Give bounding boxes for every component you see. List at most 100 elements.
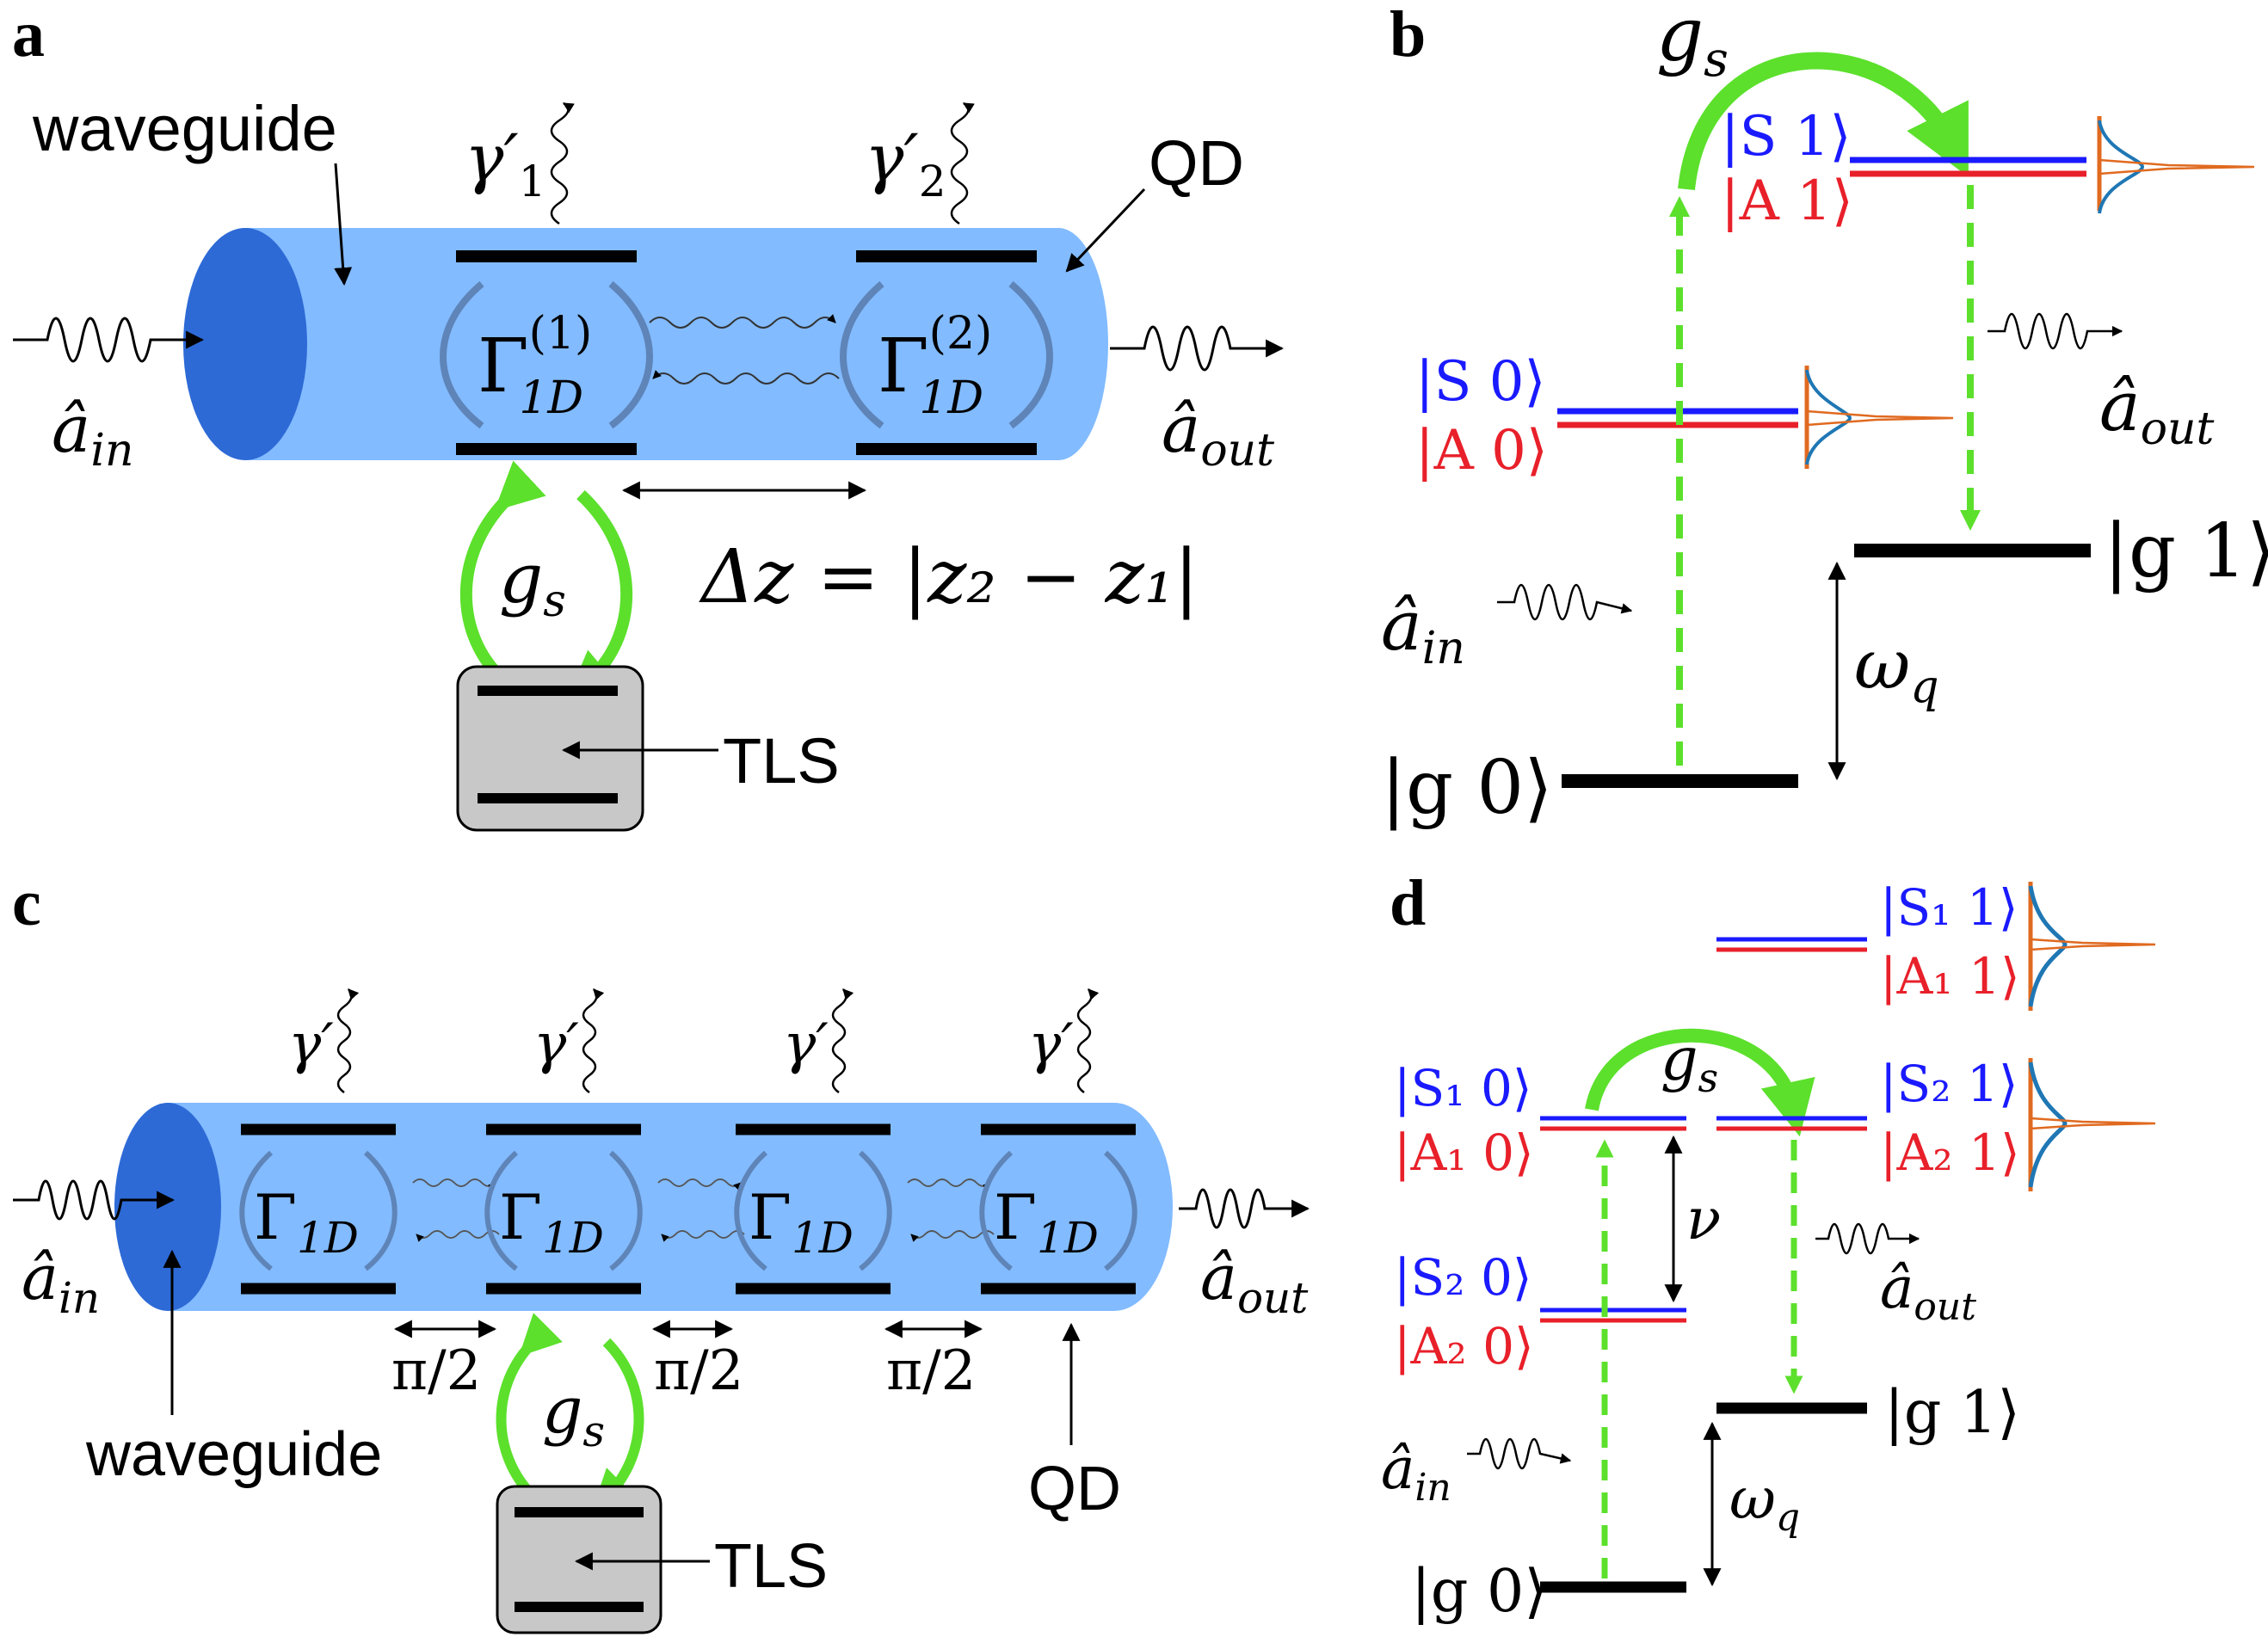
tls-coupling-left-arrow bbox=[459, 460, 546, 689]
c-quantum-dots: Γ1D γ′ Γ1D γ′ Γ1D γ′ Γ1D γ′ bbox=[239, 988, 1137, 1295]
qd2-left-decay-arrow bbox=[840, 280, 884, 429]
output-label: âout bbox=[1162, 391, 1274, 477]
b-input-wave bbox=[1497, 583, 1633, 621]
c-qd1-left-decay-arrow bbox=[239, 1150, 273, 1271]
d-lineshape-upper bbox=[2028, 882, 2156, 1011]
waveguide-label: waveguide bbox=[32, 93, 337, 164]
input-wave bbox=[13, 317, 205, 363]
separation-label: Δz = |z₂ − z₁| bbox=[699, 534, 1199, 620]
c-output-wave bbox=[1179, 1188, 1310, 1229]
panel-b-label: b bbox=[1390, 0, 1426, 71]
gamma2-label: γ′2 bbox=[865, 120, 946, 206]
b-lineshape-lower bbox=[1804, 366, 1954, 469]
c-output-label: âout bbox=[1200, 1241, 1309, 1323]
d-label-a20: |A₂ 0⟩ bbox=[1394, 1317, 1534, 1375]
c-qd2-rate: Γ1D bbox=[499, 1181, 604, 1263]
c-qd4-gamma-label: γ′ bbox=[1028, 1012, 1074, 1076]
c-qd4-emission bbox=[1076, 988, 1100, 1094]
qd1-right-decay-arrow bbox=[608, 280, 653, 429]
tls-label: TLS bbox=[723, 725, 840, 797]
panel-d: d gs |S₁ 1⟩ |A₁ 1⟩ |S₂ 1⟩ |A₂ 1⟩ |S₁ 0⟩ … bbox=[1381, 867, 2156, 1626]
d-label-s10: |S₁ 0⟩ bbox=[1394, 1059, 1532, 1117]
qd-label: QD bbox=[1149, 127, 1244, 199]
d-label-g1: |g 1⟩ bbox=[1884, 1379, 2020, 1447]
c-coupling-label: gs bbox=[542, 1374, 605, 1456]
d-lineshape-lower bbox=[2028, 1058, 2156, 1191]
d-label-a10: |A₁ 0⟩ bbox=[1394, 1123, 1534, 1182]
c-waveguide-far-end bbox=[1056, 1103, 1173, 1311]
c-qd1-emission bbox=[336, 988, 360, 1094]
c-input-wave bbox=[13, 1179, 176, 1221]
qd1-rate: Γ(1)1D bbox=[478, 308, 592, 424]
waveguide-near-end bbox=[183, 228, 307, 460]
c-qd4-rate: Γ1D bbox=[994, 1181, 1099, 1263]
c-input-label: âin bbox=[22, 1241, 100, 1323]
c-phase-label-2: π/2 bbox=[654, 1339, 743, 1403]
qd1-left-decay-arrow bbox=[440, 280, 484, 429]
panel-a: a waveguide QD Γ(1)1D Γ(2)1D γ′1 γ′2 â bbox=[12, 0, 1285, 832]
output-wave bbox=[1110, 325, 1285, 372]
d-label-s20: |S₂ 0⟩ bbox=[1394, 1248, 1532, 1307]
panel-b: b gs |S 1⟩ |A 1⟩ |S 0⟩ |A 0⟩ |g 1⟩ |g 0⟩… bbox=[1381, 0, 2268, 831]
c-phase-label-3: π/2 bbox=[886, 1339, 976, 1403]
c-exchange-backward-1 bbox=[416, 1230, 500, 1242]
c-phase-label-1: π/2 bbox=[391, 1339, 481, 1403]
qd-pointer bbox=[1065, 188, 1146, 273]
c-exchange-forward-2 bbox=[657, 1178, 742, 1191]
c-qd3-gamma-label: γ′ bbox=[783, 1012, 829, 1076]
d-output-wave bbox=[1815, 1222, 1920, 1255]
c-qd1-rate: Γ1D bbox=[254, 1181, 359, 1263]
c-qd4-left-decay-arrow bbox=[979, 1150, 1013, 1271]
d-label-s21: |S₂ 1⟩ bbox=[1880, 1055, 2018, 1113]
qd2-right-decay-arrow bbox=[1008, 280, 1053, 429]
c-waveguide-near-end bbox=[114, 1103, 221, 1311]
d-input-wave bbox=[1467, 1437, 1572, 1470]
d-label-s11: |S₁ 1⟩ bbox=[1880, 878, 2018, 937]
coupling-label: gs bbox=[499, 538, 566, 627]
b-lineshape-upper bbox=[2097, 116, 2255, 214]
gamma1-label: γ′1 bbox=[465, 120, 546, 206]
c-qd4-right-decay-arrow bbox=[1104, 1150, 1137, 1271]
c-exchange-backward-3 bbox=[910, 1230, 995, 1242]
c-exchange-backward-2 bbox=[661, 1230, 745, 1242]
c-exchange-forward-3 bbox=[907, 1178, 991, 1191]
qd-exchange-forward bbox=[649, 314, 836, 329]
b-output-label: âout bbox=[2099, 366, 2215, 455]
c-qd3-right-decay-arrow bbox=[859, 1150, 892, 1271]
b-input-label: âin bbox=[1381, 586, 1465, 674]
b-output-wave bbox=[1988, 312, 2123, 350]
d-label-a21: |A₂ 1⟩ bbox=[1880, 1123, 2020, 1182]
tls-coupling-right-arrow bbox=[566, 489, 633, 700]
c-qd2-emission bbox=[582, 988, 605, 1094]
c-tls-coupling-left-arrow bbox=[496, 1313, 563, 1501]
c-qd1-gamma-label: γ′ bbox=[288, 1012, 334, 1076]
d-coupling-arrow bbox=[1585, 1028, 1815, 1137]
b-omega-label: ωq bbox=[1854, 625, 1939, 713]
d-label-a11: |A₁ 1⟩ bbox=[1880, 947, 2020, 1006]
panel-c-label: c bbox=[12, 867, 41, 939]
gamma1-emission bbox=[550, 102, 575, 225]
b-coupling-label: gs bbox=[1656, 0, 1729, 88]
c-qd2-right-decay-arrow bbox=[609, 1150, 643, 1271]
c-qd2-gamma-label: γ′ bbox=[533, 1012, 579, 1076]
waveguide-far-end bbox=[1008, 228, 1108, 460]
b-label-g0: |g 0⟩ bbox=[1381, 745, 1553, 831]
d-nu-label: ν bbox=[1686, 1186, 1721, 1252]
c-qd3-rate: Γ1D bbox=[749, 1181, 854, 1263]
b-coupling-arrow bbox=[1678, 52, 1969, 191]
waveguide-pointer bbox=[334, 163, 353, 286]
d-input-label: âin bbox=[1381, 1436, 1451, 1510]
d-output-label: âout bbox=[1880, 1255, 1976, 1329]
c-waveguide-label: waveguide bbox=[85, 1420, 382, 1489]
d-omega-label: ωq bbox=[1729, 1466, 1800, 1540]
c-qd3-emission bbox=[831, 988, 854, 1094]
c-exchange-forward-1 bbox=[412, 1178, 496, 1191]
c-qd3-left-decay-arrow bbox=[734, 1150, 767, 1271]
b-label-a1: |A 1⟩ bbox=[1721, 169, 1853, 233]
b-label-a0: |A 0⟩ bbox=[1415, 419, 1548, 483]
qd-exchange-backward bbox=[652, 370, 840, 385]
b-label-s0: |S 0⟩ bbox=[1415, 350, 1545, 414]
b-label-g1: |g 1⟩ bbox=[2104, 508, 2268, 594]
c-qd1-right-decay-arrow bbox=[364, 1150, 398, 1271]
